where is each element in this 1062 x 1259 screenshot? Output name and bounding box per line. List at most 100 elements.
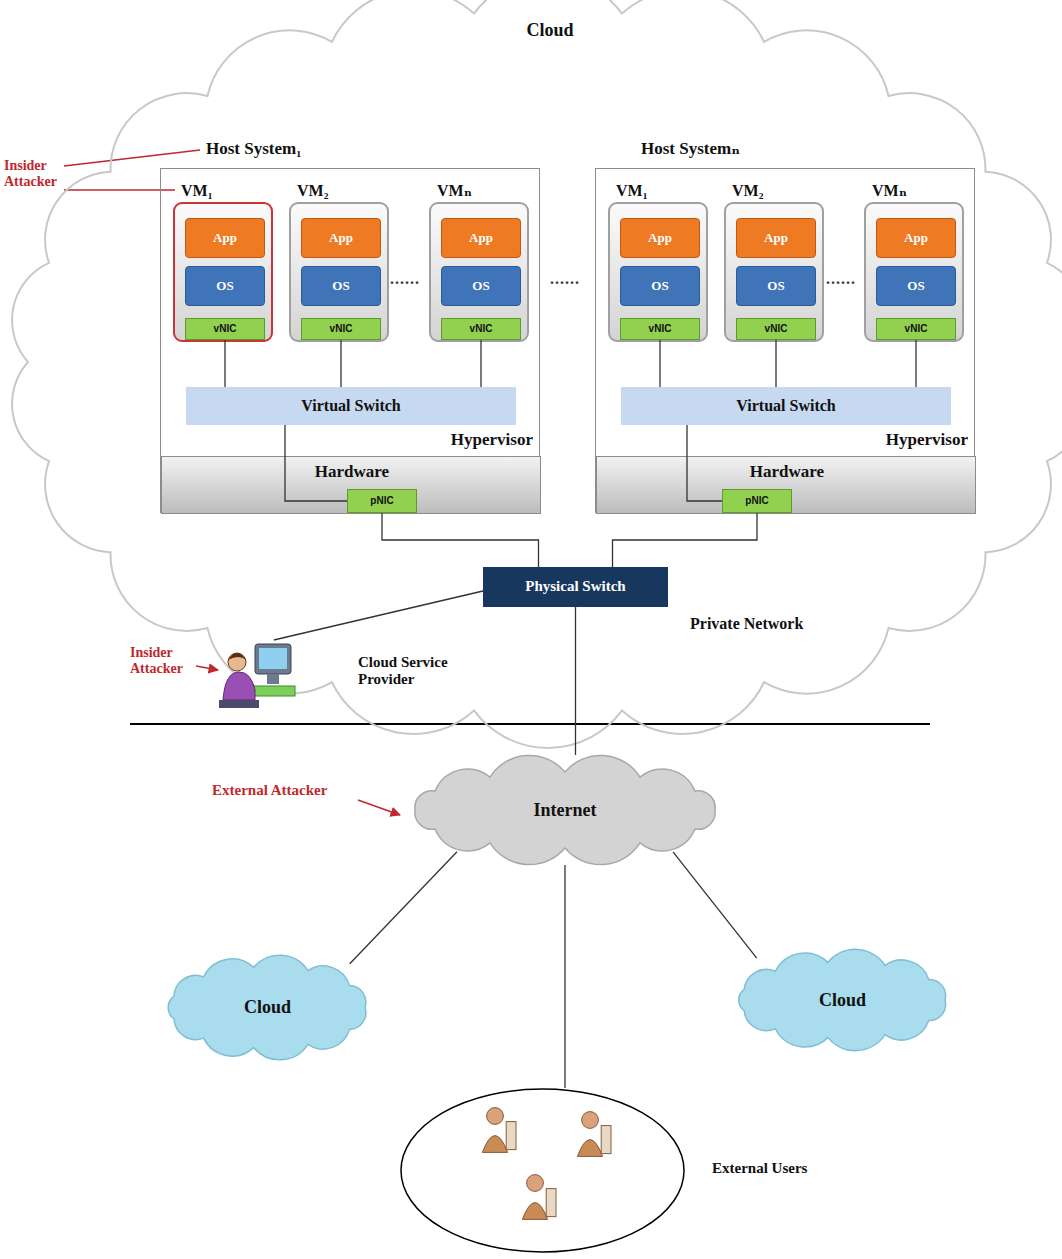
leader-line bbox=[64, 189, 175, 190]
virtual-machine-box: AppOSvNICVMₙ bbox=[429, 202, 529, 342]
node-label: App bbox=[904, 231, 928, 246]
person-tool bbox=[506, 1122, 516, 1150]
node-label: Hardware bbox=[597, 462, 977, 482]
annotation: Insider Attacker bbox=[4, 158, 68, 190]
network-link bbox=[350, 852, 457, 964]
node-label: App bbox=[213, 231, 237, 246]
os-box: OS bbox=[620, 266, 700, 306]
cloud-shape: Cloud bbox=[720, 945, 965, 1055]
node-label: Cloud bbox=[819, 990, 866, 1011]
network-link bbox=[340, 340, 341, 387]
person-head bbox=[582, 1112, 599, 1129]
nic-box: vNIC bbox=[736, 318, 816, 340]
os-box: OS bbox=[185, 266, 265, 306]
physical-switch-box: Physical Switch bbox=[483, 567, 668, 607]
hardware-band: pNIC Hardware bbox=[161, 456, 541, 514]
heading: VM₂ bbox=[297, 182, 387, 200]
shape-outline bbox=[215, 640, 495, 712]
os-box: OS bbox=[876, 266, 956, 306]
provider-workstation: Cloud Service Provider bbox=[215, 640, 495, 712]
app-box: App bbox=[301, 218, 381, 258]
node-label: OS bbox=[767, 279, 784, 294]
network-link bbox=[915, 340, 916, 387]
app-box: App bbox=[441, 218, 521, 258]
virtual-machine-box: AppOSvNICVM₂ bbox=[724, 202, 824, 342]
cloud-outline bbox=[739, 949, 946, 1050]
attack-arrow bbox=[358, 800, 400, 815]
virtual-switch-band: Virtual Switch bbox=[621, 387, 951, 425]
node-label: App bbox=[764, 231, 788, 246]
heading: Cloud bbox=[495, 20, 605, 41]
nic-box: pNIC bbox=[722, 489, 792, 513]
node-label: vNIC bbox=[765, 323, 788, 335]
cloud-region: AppOS vNIC VM₁ AppOS vNIC VM₂ AppOS vNIC VMₙVirt… bbox=[0, 0, 1062, 720]
network-boundary-line bbox=[130, 723, 930, 725]
heading: Host Systemₙ bbox=[641, 139, 861, 159]
person-body bbox=[577, 1140, 602, 1157]
node-label: OS bbox=[216, 279, 233, 294]
node-label: vNIC bbox=[330, 323, 353, 335]
heading: VMₙ bbox=[872, 182, 962, 200]
person-tool bbox=[601, 1126, 611, 1154]
node-label: App bbox=[648, 231, 672, 246]
shape-outline bbox=[400, 1088, 685, 1253]
annotation: External Attacker bbox=[212, 782, 362, 799]
network-link bbox=[285, 425, 347, 501]
node-label: vNIC bbox=[905, 323, 928, 335]
annotation: Insider Attacker bbox=[130, 645, 196, 677]
network-link bbox=[575, 607, 576, 755]
virtual-machine-box: AppOSvNICVM₁ bbox=[173, 202, 273, 342]
node-label: vNIC bbox=[214, 323, 237, 335]
virtual-machine-box: AppOSvNICVM₂ bbox=[289, 202, 389, 342]
person-body bbox=[482, 1136, 507, 1153]
leader-line bbox=[64, 150, 200, 166]
app-box: App bbox=[736, 218, 816, 258]
heading: VM₂ bbox=[732, 182, 822, 200]
node-label: Physical Switch bbox=[525, 578, 625, 595]
nic-box: pNIC bbox=[347, 489, 417, 513]
cloud-shape: Cloud bbox=[150, 950, 385, 1065]
node-label: Hardware bbox=[162, 462, 542, 482]
node-label: OS bbox=[332, 279, 349, 294]
person-body bbox=[522, 1203, 547, 1220]
virtual-machine-box: AppOSvNICVMₙ bbox=[864, 202, 964, 342]
node-label: vNIC bbox=[649, 323, 672, 335]
nic-box: vNIC bbox=[620, 318, 700, 340]
os-box: OS bbox=[736, 266, 816, 306]
node-label: Internet bbox=[534, 800, 597, 821]
network-link bbox=[659, 340, 660, 387]
node-label: Cloud Service Provider bbox=[358, 654, 493, 689]
nic-box: vNIC bbox=[185, 318, 265, 340]
network-link bbox=[564, 865, 565, 1088]
provider-icon bbox=[219, 644, 295, 708]
node-label: App bbox=[329, 231, 353, 246]
node-label: External Users bbox=[712, 1160, 852, 1177]
app-box: App bbox=[620, 218, 700, 258]
network-link bbox=[673, 852, 757, 958]
person-head bbox=[527, 1175, 544, 1192]
users-figures bbox=[482, 1108, 611, 1220]
cloud-outline bbox=[168, 955, 366, 1060]
app-box: App bbox=[185, 218, 265, 258]
node-label: Cloud bbox=[244, 997, 291, 1018]
node-label: OS bbox=[472, 279, 489, 294]
host-system-box: AppOS vNIC VM₁ AppOS vNIC VM₂ AppOS vNIC VMₙVirt… bbox=[595, 168, 975, 513]
node-label: Hypervisor bbox=[411, 430, 533, 450]
cloud-outline bbox=[12, 0, 1062, 748]
node-label: vNIC bbox=[470, 323, 493, 335]
network-link bbox=[687, 425, 722, 501]
network-link bbox=[480, 340, 481, 387]
person-head bbox=[487, 1108, 504, 1125]
nic-box: vNIC bbox=[441, 318, 521, 340]
nic-box: vNIC bbox=[301, 318, 381, 340]
person-tool bbox=[546, 1189, 556, 1217]
network-link bbox=[274, 591, 483, 640]
node-label: OS bbox=[907, 279, 924, 294]
nic-box: vNIC bbox=[876, 318, 956, 340]
ellipsis-mark: ...... bbox=[826, 270, 862, 288]
shape-outline bbox=[0, 0, 1062, 720]
cloud-outline bbox=[415, 755, 715, 864]
ellipsis-mark: ...... bbox=[390, 270, 426, 288]
internet-cloud: Internet bbox=[385, 755, 745, 865]
heading: VM₁ bbox=[616, 182, 706, 200]
